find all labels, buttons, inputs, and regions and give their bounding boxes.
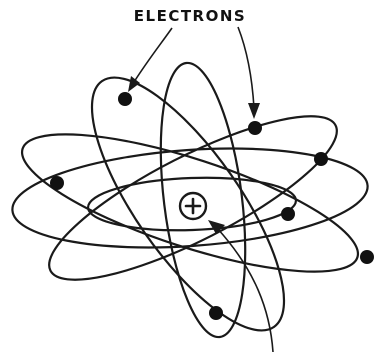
- arrowhead-right: [248, 103, 260, 119]
- pointer-left: [134, 28, 172, 82]
- electron: [360, 250, 374, 264]
- arrowhead-nucleus: [208, 220, 225, 234]
- nucleus-pointer: [208, 220, 273, 352]
- electron: [314, 152, 328, 166]
- electron-pointers: [128, 27, 260, 119]
- electron: [209, 306, 223, 320]
- electron: [118, 92, 132, 106]
- electron: [248, 121, 262, 135]
- electrons-label: ELECTRONS: [134, 7, 246, 25]
- nucleus: [180, 193, 206, 219]
- electron: [50, 176, 64, 190]
- arrowhead-left: [128, 76, 140, 92]
- electron: [281, 207, 295, 221]
- pointer-right: [238, 27, 254, 108]
